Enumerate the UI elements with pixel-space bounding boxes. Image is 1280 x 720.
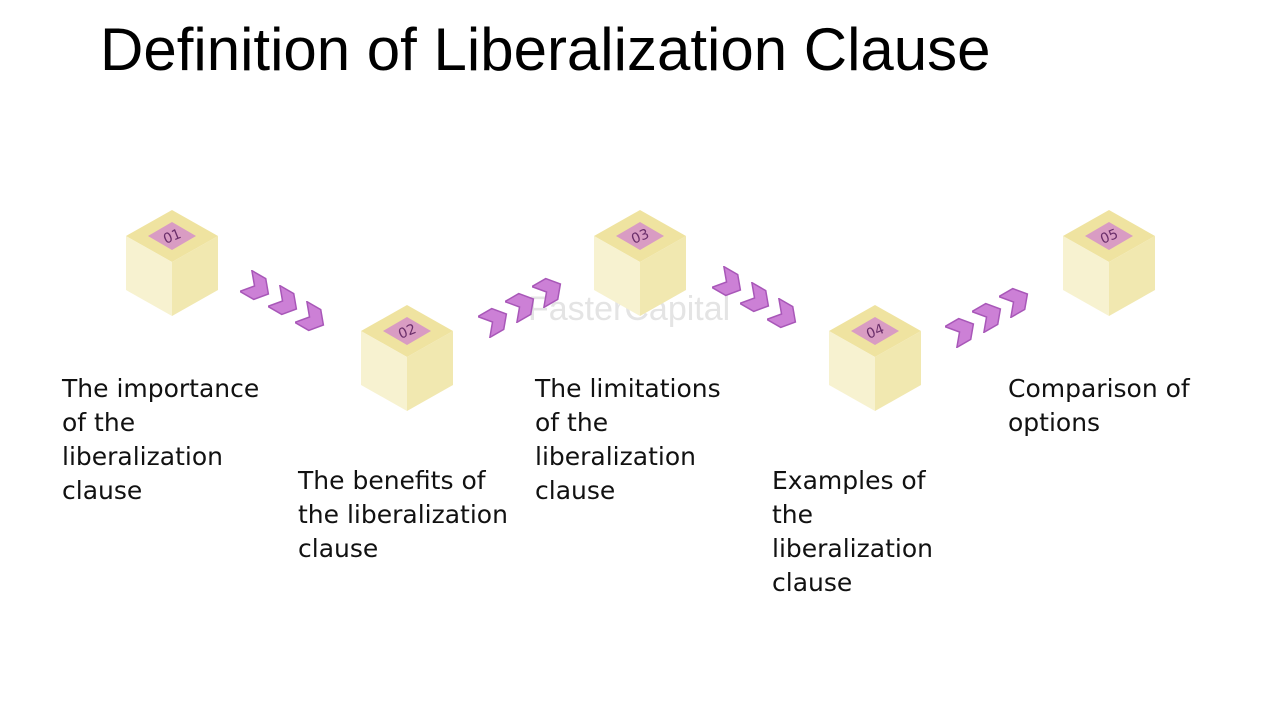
chevron-down-right-icon: [740, 282, 776, 318]
chevron-down-right-icon: [767, 298, 803, 334]
chevron-up-right-icon: [999, 282, 1035, 318]
step-3-cube: 03: [588, 208, 692, 320]
chevron-up-right-icon: [972, 297, 1008, 333]
step-4-cube: 04: [823, 303, 927, 415]
step-1-cube: 01: [120, 208, 224, 320]
step-number: 04: [864, 321, 887, 343]
step-number: 05: [1098, 226, 1121, 248]
chevron-down-right-icon: [295, 301, 331, 337]
step-5-cube: 05: [1057, 208, 1161, 320]
step-number: 03: [629, 226, 652, 248]
step-3-label: The limitations of the liberalization cl…: [535, 374, 721, 505]
chevron-up-right-icon: [945, 312, 981, 348]
step-5-label: Comparison of options: [1008, 374, 1190, 437]
slide-title: Definition of Liberalization Clause: [100, 16, 991, 83]
step-4-label: Examples of the liberalization clause: [772, 466, 933, 597]
step-2-label: The benefits of the liberalization claus…: [298, 466, 508, 563]
chevron-up-right-icon: [505, 287, 541, 323]
step-1-label: The importance of the liberalization cla…: [62, 374, 260, 505]
chevron-down-right-icon: [268, 285, 304, 321]
step-number: 01: [161, 226, 184, 248]
chevron-up-right-icon: [532, 272, 568, 308]
chevron-down-right-icon: [240, 270, 276, 306]
chevron-up-right-icon: [478, 302, 514, 338]
chevron-down-right-icon: [712, 266, 748, 302]
step-2-cube: 02: [355, 303, 459, 415]
step-number: 02: [396, 321, 419, 343]
